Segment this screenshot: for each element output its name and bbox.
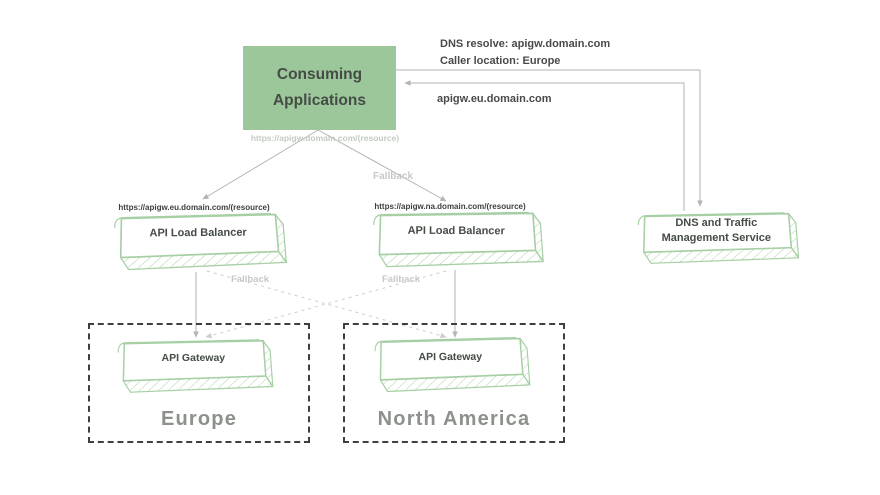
node-api-gateway-eu-label: API Gateway [161, 352, 226, 365]
wire-dns-answer [404, 80, 685, 211]
region-north-america [343, 323, 565, 443]
fallback-label-left: Fallback [231, 274, 270, 285]
wire-consuming-to-lb-na-fallback [317, 129, 447, 202]
annotation-dns-resolve-line: DNS resolve: apigw.domain.com [440, 38, 611, 50]
fallback-label-right: Fallback [382, 274, 421, 285]
annotation-caller-location-line: Caller location: Europe [440, 54, 561, 67]
annotation-dns-query: DNS resolve: apigw.domain.com Caller loc… [440, 36, 610, 69]
fallback-label-top: Fallback [373, 171, 414, 182]
node-api-gateway-na-label: API Gateway [418, 350, 483, 364]
node-consuming-applications: Consuming Applications [243, 46, 396, 130]
region-north-america-label: North America [377, 408, 531, 430]
node-api-load-balancer-na: API Load Balancer [367, 209, 549, 272]
node-api-load-balancer-na-label: API Load Balancer [407, 224, 505, 238]
region-europe-label: Europe [160, 408, 238, 430]
url-label-primary-faded: https://apigw.domain.com/(resource) [250, 133, 400, 143]
wire-dns-query [396, 69, 703, 207]
annotation-dns-answer: apigw.eu.domain.com [437, 93, 552, 105]
node-api-gateway-eu: API Gateway [112, 337, 278, 396]
node-dns-traffic-management: DNS and Traffic Management Service [632, 210, 804, 267]
wire-consuming-to-lb-eu [202, 129, 319, 200]
node-consuming-applications-label: Consuming Applications [272, 65, 366, 109]
url-label-eu: https://apigw.eu.domain.com/(resource) [118, 203, 270, 212]
region-europe [88, 323, 310, 443]
url-label-na: https://apigw.na.domain.com/(resource) [374, 202, 526, 211]
node-api-gateway-na: API Gateway [369, 335, 535, 396]
node-api-load-balancer-eu: API Load Balancer [108, 210, 292, 273]
node-dns-traffic-management-label: DNS and Traffic Management Service [661, 216, 771, 245]
node-api-load-balancer-eu-label: API Load Balancer [149, 226, 247, 240]
